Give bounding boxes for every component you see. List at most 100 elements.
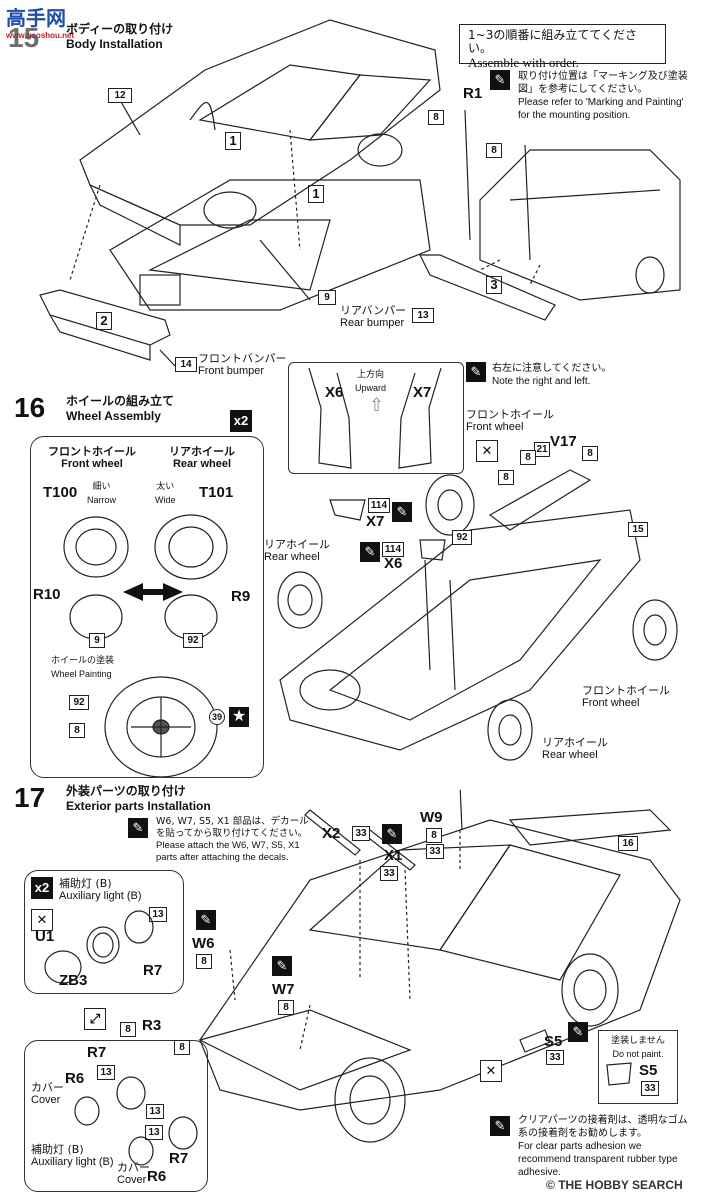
decal-note-jp: W6, W7, S5, X1 部品は、デカールを貼ってから取り付けてください。 [156,816,309,839]
rear-wheel-left-label: リアホイール Rear wheel [264,538,330,564]
paint-icon-w7: ✎ [272,956,292,976]
body-front-panel [88,183,181,246]
body-side-windows [308,74,432,141]
front-wheel-top [425,474,475,536]
chassis-frame [109,179,431,311]
paint-icon-x6: ✎ [360,542,380,562]
step-16-title-en: Wheel Assembly [66,409,161,423]
watermark-top-text: 高手网 [6,6,66,30]
aux-light-label-2: 補助灯 (B) Auxiliary light (B) [31,1143,114,1169]
rear-bumper-en: Rear bumper [340,317,405,329]
upward-arrow-icon: ⇧ [369,395,385,415]
part-33-w9: 33 [426,844,444,859]
no-paint-en: Do not paint. [612,1049,664,1059]
order-mark-3: 3 [486,276,502,294]
part-r1: R1 [463,85,483,102]
rear-wheel-heading: リアホイール Rear wheel [157,445,247,471]
part-r7-front-a: R7 [87,1044,107,1061]
narrow-jp: 細い [92,482,111,492]
paint-icon-s5: ✎ [568,1022,588,1042]
rear-wheel-bottom-label: リアホイール Rear wheel [542,736,608,762]
upward-jp: 上方向 [357,370,385,380]
part-33-s5: 33 [546,1050,564,1065]
order-note-jp: 1~3の順番に組み立ててください。 [468,28,637,55]
part-r7-panel: R7 [143,962,163,979]
rear-bumper-jp: リアバンパー [340,304,407,317]
mudflap-drawing [308,367,442,469]
front-bumper-label: フロントバンパー Front bumper [198,352,287,378]
part-15: 15 [628,522,648,537]
part-r6-front-a: R6 [65,1070,85,1087]
watermark-top-sub: www.gaoshou.net [6,31,75,40]
cover-label-2: カバー Cover [117,1161,150,1187]
exterior-hood [198,1009,412,1091]
aux-light-en: Auxiliary light (B) [59,890,142,902]
cover-lens-2 [128,1136,154,1166]
rear-bumper-part [419,254,556,321]
front-wheel-right-en: Front wheel [582,697,640,709]
part-s5-panel: S5 [639,1062,658,1079]
step-15-title: ボディーの取り付け Body Installation [66,20,173,51]
paint-icon-x7: ✎ [392,502,412,522]
aux-light2-jp: 補助灯 (B) [31,1143,84,1156]
part-33-s5-panel: 33 [641,1081,659,1096]
part-13-panel: 13 [149,907,167,922]
clear-adhesive-note: クリアパーツの接着剤は、透明なゴム系の接着剤をお勧めします。 For clear… [518,1114,696,1179]
part-r10: R10 [33,586,61,603]
decal-note-en: Please attach the W6, W7, S5, X1 parts a… [156,840,300,863]
part-r7-front-b: R7 [169,1150,189,1167]
underside-body [279,509,641,751]
marking-note-en: Please refer to 'Marking and Painting' f… [518,97,684,121]
part-9-wheel: 9 [89,633,105,648]
cover2-jp: カバー [117,1161,150,1174]
rear-wheel-left-jp: リアホイール [264,538,330,551]
front-bumper-en: Front bumper [198,365,265,377]
step-17-title-jp: 外装パーツの取り付け [66,784,186,798]
part-8-r1b: 8 [486,143,502,158]
lr-note-jp: 右左に注意してください。 [492,363,612,374]
step-16-title: ホイールの組み立て Wheel Assembly [66,392,174,423]
part-39-wheel: 39 [209,709,225,725]
aux-light-jp: 補助灯 (B) [59,877,112,890]
narrow-en: Narrow [87,495,117,505]
step-16-title-jp: ホイールの組み立て [66,394,175,408]
qty-x2-icon-17: x2 [31,877,53,899]
exterior-car-drawing [198,790,681,1143]
part-8-r3: 8 [120,1022,136,1037]
mudflap-x7-place [329,499,366,521]
rear-bumper-drawing [419,109,681,321]
part-8-w7: 8 [278,1000,294,1015]
body-shell [79,19,441,226]
rear-wheel-left [277,571,323,629]
order-note-en: Assemble with order. [468,55,579,70]
antenna-w9 [459,790,463,831]
paint-icon-x1: ✎ [382,824,402,844]
step-15-number: 15 [8,22,40,53]
body-rear-arch [357,133,403,167]
watermark-bottom: © THE HOBBY SEARCH [546,1178,683,1192]
upward-label: 上方向 Upward [355,369,386,395]
glue-icon: ✕ [31,909,53,931]
leader-r1 [464,109,471,241]
wheel-painting-en: Wheel Painting [51,669,112,679]
front-wheel-right-label: フロントホイール Front wheel [582,684,670,710]
rear-bumper-label: リアバンパー Rear bumper [340,304,406,330]
front-wheel-right-jp: フロントホイール [582,684,670,697]
part-w9: W9 [420,809,443,826]
rear-trunk-line [509,189,661,201]
mudflap-x6 [308,367,352,469]
part-r6-front-b: R6 [147,1168,167,1185]
front-wheel-heading: フロントホイール Front wheel [47,445,137,471]
exterior-rear-wheel [561,953,619,1027]
ring-u1 [86,926,120,964]
part-13-front-c: 13 [146,1104,164,1119]
wheel-painting-jp: ホイールの塗装 [51,656,115,666]
part-x1: X1 [384,847,403,864]
part-13-rear: 13 [412,308,434,323]
paint-icon-w6: ✎ [196,910,216,930]
part-8-v17b: 8 [582,446,598,461]
mudflap-x7 [398,367,442,469]
cover-lens-1 [74,1096,100,1126]
watermark-bottom-text: THE HOBBY SEARCH [558,1178,683,1192]
part-92-wheel-b: 92 [69,695,89,710]
